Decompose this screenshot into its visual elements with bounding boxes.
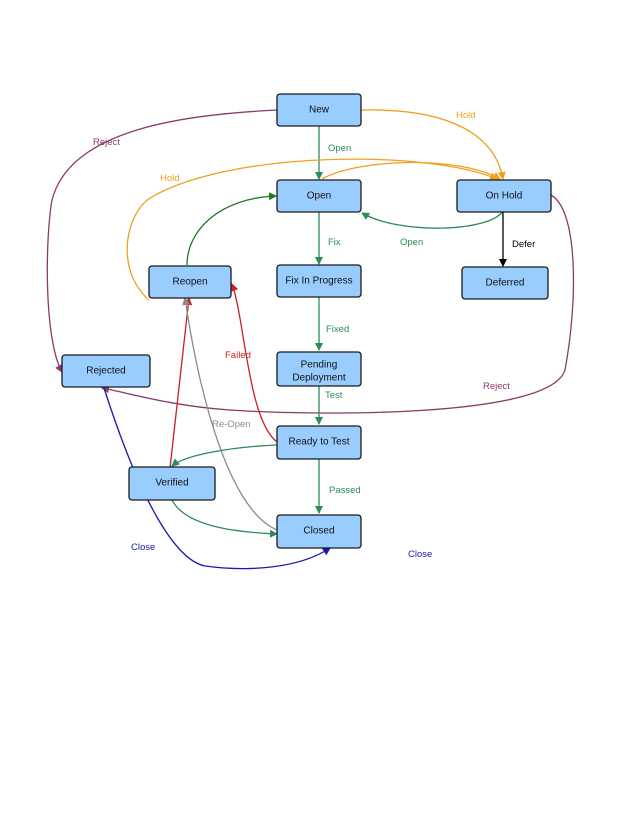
label-passed: Passed [329, 485, 361, 496]
label-close-rejected: Close [131, 542, 155, 553]
edge-closed-to-reopen [182, 297, 278, 531]
node-ready-to-test[interactable]: Ready to Test [276, 425, 362, 460]
node-fix-in-progress[interactable]: Fix In Progress [276, 264, 362, 298]
label-fix: Fix [328, 237, 341, 248]
edge-onhold-to-rejected [101, 194, 575, 414]
node-on-hold[interactable]: On Hold [456, 179, 552, 213]
node-label-line1: Pending [301, 360, 338, 371]
label-fixed: Fixed [326, 324, 349, 335]
node-label: Rejected [86, 366, 125, 377]
node-rejected[interactable]: Rejected [61, 354, 151, 388]
edge-verified-to-reopen [169, 297, 193, 469]
node-label: New [309, 105, 330, 116]
label-failed: Failed [225, 350, 251, 361]
node-label: Fix In Progress [285, 276, 352, 287]
node-pending-deployment[interactable]: Pending Deployment [276, 351, 362, 387]
node-label: Ready to Test [289, 437, 350, 448]
label-hold-reopen: Hold [160, 173, 180, 184]
edge-reopen-to-open [186, 192, 277, 266]
edge-onhold-to-open [361, 210, 504, 229]
node-reopen[interactable]: Reopen [148, 265, 232, 299]
node-label: On Hold [486, 191, 523, 202]
node-label: Closed [303, 526, 334, 537]
label-close-verified: Close [408, 549, 432, 560]
label-test: Test [325, 390, 343, 401]
label-defer: Defer [512, 239, 535, 250]
label-open-onhold: Open [400, 237, 423, 248]
node-label: Verified [155, 478, 188, 489]
node-label: Deferred [486, 278, 525, 289]
label-reject-new: Reject [93, 137, 120, 148]
label-hold-new: Hold [456, 110, 476, 121]
node-verified[interactable]: Verified [128, 466, 216, 501]
edge-verified-to-closed [171, 499, 278, 538]
node-new[interactable]: New [276, 93, 362, 127]
edge-new-to-rejected [46, 109, 278, 373]
label-reject-onhold: Reject [483, 381, 510, 392]
label-reopen-closed: Re-Open [212, 419, 251, 430]
node-open[interactable]: Open [276, 179, 362, 213]
edge-open-to-onhold-hold [321, 161, 501, 180]
node-deferred[interactable]: Deferred [461, 266, 549, 300]
edge-reopen-to-onhold-hold [126, 158, 498, 301]
edge-new-to-onhold [360, 109, 506, 180]
edge-ready-to-verified [171, 444, 278, 467]
node-label: Reopen [172, 277, 207, 288]
node-closed[interactable]: Closed [276, 514, 362, 549]
edge-ready-to-reopen [230, 283, 278, 443]
label-open-new: Open [328, 143, 351, 154]
node-label: Open [307, 191, 331, 202]
node-label-line2: Deployment [292, 373, 346, 384]
